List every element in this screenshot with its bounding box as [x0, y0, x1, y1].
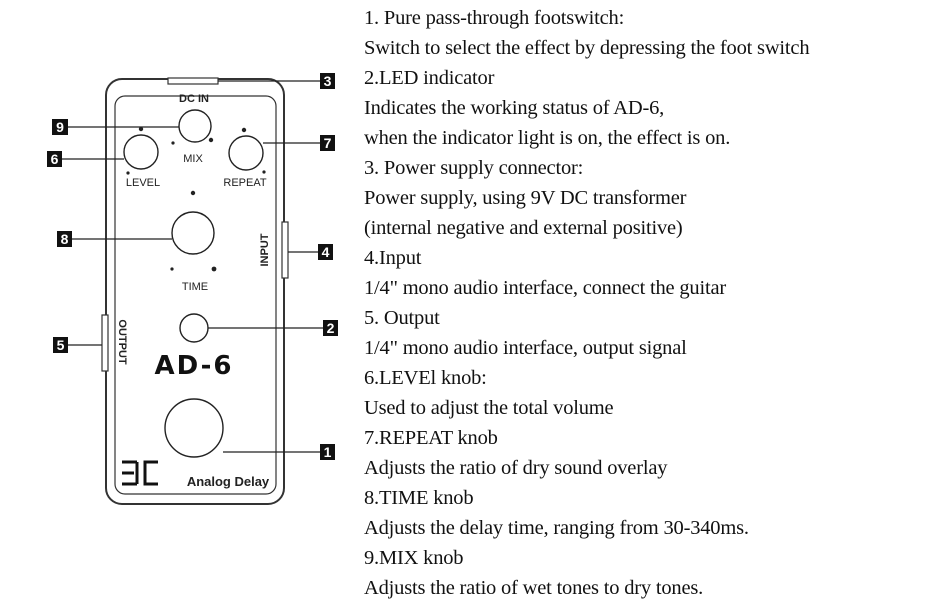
desc-output-text: 1/4" mono audio interface, output signal — [364, 337, 687, 359]
dc-in-label: DC IN — [179, 93, 209, 105]
desc-repeat-text: Adjusts the ratio of dry sound overlay — [364, 457, 668, 479]
dc-in-jack — [167, 77, 219, 85]
svg-text:1: 1 — [324, 444, 332, 460]
desc-level-text: Used to adjust the total volume — [364, 397, 614, 419]
repeat-dot-top — [241, 127, 247, 133]
footswitch — [164, 398, 224, 458]
callout-2: 2 — [323, 320, 338, 336]
callout-4: 4 — [318, 244, 333, 260]
desc-mix-heading: 9.MIX knob — [364, 547, 464, 569]
callout-6: 6 — [47, 151, 62, 167]
mix-dot-left — [171, 141, 175, 145]
callout-8: 8 — [57, 231, 72, 247]
svg-text:3: 3 — [324, 73, 332, 89]
time-dot-top — [190, 190, 196, 196]
repeat-knob — [228, 135, 264, 171]
desc-time-heading: 8.TIME knob — [364, 487, 474, 509]
level-dot-top — [138, 126, 144, 132]
subtitle: Analog Delay — [187, 474, 270, 489]
description-list: 1. Pure pass-through footswitch: Switch … — [364, 3, 939, 603]
output-jack — [101, 314, 109, 372]
mix-dot-right — [208, 137, 214, 143]
time-label: TIME — [182, 281, 208, 293]
model-name: AD-6 — [154, 351, 233, 381]
leader-lines — [62, 80, 323, 453]
svg-text:2: 2 — [327, 320, 335, 336]
time-knob — [171, 211, 215, 255]
input-jack — [281, 221, 289, 279]
svg-text:8: 8 — [61, 231, 69, 247]
level-knob — [123, 134, 159, 170]
callout-5: 5 — [53, 337, 68, 353]
desc-power-text-2: (internal negative and external positive… — [364, 217, 683, 239]
led-indicator — [179, 313, 209, 343]
pedal-diagram: DC IN MIX LEVEL REPEAT TIME INPUT OUTPUT… — [47, 73, 338, 505]
svg-text:4: 4 — [322, 244, 330, 260]
time-dot-left — [170, 267, 174, 271]
desc-output-heading: 5. Output — [364, 307, 440, 329]
callout-3: 3 — [320, 73, 335, 89]
repeat-label: REPEAT — [223, 177, 266, 189]
desc-power-heading: 3. Power supply connector: — [364, 157, 584, 179]
desc-led-text-2: when the indicator light is on, the effe… — [364, 127, 731, 149]
pedal-inner-panel — [114, 95, 277, 495]
svg-text:7: 7 — [324, 135, 332, 151]
repeat-dot-bottom — [262, 170, 266, 174]
desc-repeat-heading: 7.REPEAT knob — [364, 427, 498, 449]
level-dot-bottom — [126, 171, 130, 175]
output-label: OUTPUT — [116, 319, 128, 365]
svg-text:9: 9 — [56, 119, 64, 135]
desc-input-text: 1/4" mono audio interface, connect the g… — [364, 277, 726, 299]
callout-9: 9 — [52, 119, 68, 135]
level-label: LEVEL — [126, 177, 160, 189]
callout-7: 7 — [320, 135, 335, 151]
brand-logo — [122, 460, 158, 486]
input-label: INPUT — [259, 233, 271, 266]
desc-input-heading: 4.Input — [364, 247, 422, 269]
callout-1: 1 — [320, 444, 335, 460]
desc-level-heading: 6.LEVEl knob: — [364, 367, 487, 389]
desc-mix-text: Adjusts the ratio of wet tones to dry to… — [364, 577, 704, 599]
mix-knob — [178, 109, 212, 143]
desc-time-text: Adjusts the delay time, ranging from 30-… — [364, 517, 749, 539]
desc-footswitch-heading: 1. Pure pass-through footswitch: — [364, 7, 625, 29]
mix-label: MIX — [183, 153, 203, 165]
time-dot-right — [211, 266, 217, 272]
desc-power-text-1: Power supply, using 9V DC transformer — [364, 187, 687, 209]
svg-text:6: 6 — [51, 151, 59, 167]
svg-text:5: 5 — [57, 337, 65, 353]
desc-led-text-1: Indicates the working status of AD-6, — [364, 97, 665, 119]
desc-footswitch-text: Switch to select the effect by depressin… — [364, 37, 810, 59]
desc-led-heading: 2.LED indicator — [364, 67, 495, 89]
